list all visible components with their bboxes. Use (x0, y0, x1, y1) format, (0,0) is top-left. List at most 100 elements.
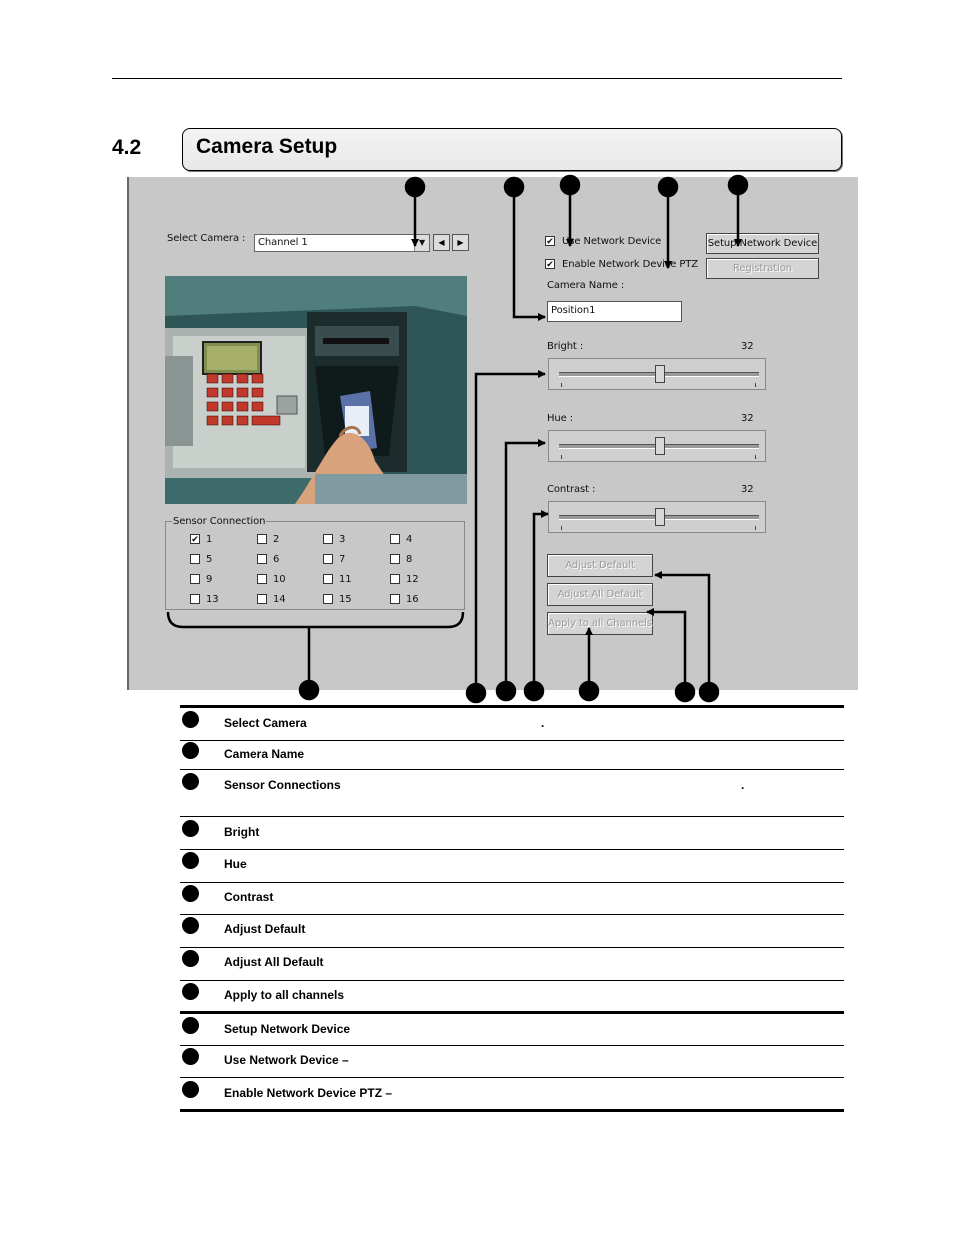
sensor-checkbox[interactable] (257, 594, 267, 604)
slider-thumb[interactable] (655, 437, 665, 455)
sensor-label: 7 (339, 554, 346, 565)
legend-callout-dot (182, 742, 199, 759)
sensor-label: 12 (406, 574, 419, 585)
slider-thumb[interactable] (655, 508, 665, 526)
slider-label: Hue : (547, 413, 574, 424)
slider-value: 32 (741, 484, 754, 495)
legend-divider (180, 947, 844, 948)
slider-tick (561, 383, 562, 387)
sensor-checkbox[interactable] (323, 594, 333, 604)
legend-item-note: . (741, 778, 745, 792)
prev-camera-button[interactable]: ◀ (433, 234, 450, 251)
header-rule (112, 78, 842, 79)
legend-callout-dot (182, 885, 199, 902)
adjust-all-default-button[interactable]: Adjust All Default (547, 583, 653, 606)
sensor-label: 15 (339, 594, 352, 605)
next-camera-button[interactable]: ▶ (452, 234, 469, 251)
sensor-checkbox[interactable] (190, 554, 200, 564)
legend-item-label: Sensor Connections (224, 778, 341, 792)
section-title-box (182, 128, 842, 171)
slider-control[interactable] (548, 430, 766, 462)
legend-callout-dot (182, 1081, 199, 1098)
sensor-checkbox[interactable] (257, 574, 267, 584)
slider-tick (561, 455, 562, 459)
sensor-checkbox[interactable] (257, 534, 267, 544)
sensor-label: 9 (206, 574, 213, 585)
legend-divider (180, 1045, 844, 1046)
sensor-checkbox[interactable] (390, 594, 400, 604)
sensor-label: 3 (339, 534, 346, 545)
sensor-label: 13 (206, 594, 219, 605)
legend-callout-dot (182, 1017, 199, 1034)
slider-tick (755, 526, 756, 530)
sensor-label: 1 (206, 534, 213, 545)
slider-tick (755, 455, 756, 459)
camera-preview-image (165, 276, 467, 504)
legend-divider (180, 849, 844, 850)
sensor-label: 10 (273, 574, 286, 585)
arrow-left-icon: ◀ (438, 238, 445, 247)
sensor-checkbox[interactable] (323, 534, 333, 544)
sensor-checkbox[interactable] (323, 574, 333, 584)
section-title: Camera Setup (196, 135, 338, 158)
apply-all-channels-button[interactable]: Apply to all Channels (547, 612, 653, 635)
legend-divider (180, 740, 844, 741)
sensor-checkbox[interactable] (390, 534, 400, 544)
legend-divider (180, 816, 844, 817)
select-camera-label: Select Camera : (167, 233, 246, 244)
sensor-checkbox[interactable] (390, 554, 400, 564)
sensor-label: 16 (406, 594, 419, 605)
sensor-checkbox[interactable] (323, 554, 333, 564)
setup-network-device-button[interactable]: Setup Network Device (706, 233, 819, 254)
legend-callout-dot (182, 852, 199, 869)
callout-dot (465, 682, 487, 704)
camera-select-value: Channel 1 (258, 237, 308, 248)
callout-dot (674, 681, 696, 703)
legend-item-label: Adjust All Default (224, 955, 324, 969)
sensor-checkbox[interactable] (390, 574, 400, 584)
slider-thumb[interactable] (655, 365, 665, 383)
camera-select[interactable]: Channel 1 ▼ (254, 234, 430, 252)
slider-tick (755, 383, 756, 387)
sensor-label: 11 (339, 574, 352, 585)
camera-name-input[interactable]: Position1 (547, 301, 682, 322)
camera-name-value: Position1 (551, 305, 596, 316)
sensor-checkbox[interactable]: ✔ (190, 534, 200, 545)
legend-divider (180, 1109, 844, 1112)
sensor-label: 14 (273, 594, 286, 605)
registration-button[interactable]: Registration (706, 258, 819, 279)
slider-control[interactable] (548, 501, 766, 533)
legend-callout-dot (182, 773, 199, 790)
legend-item-label: Apply to all channels (224, 988, 345, 1002)
sensor-label: 2 (273, 534, 280, 545)
legend-callout-dot (182, 1048, 199, 1065)
sensor-checkbox[interactable] (190, 594, 200, 604)
legend-item-label: Select Camera (224, 716, 307, 730)
sensor-connection-group: Sensor Connection (165, 516, 465, 610)
use-network-device-checkbox[interactable]: ✔ (545, 236, 555, 247)
callout-dot (698, 681, 720, 703)
enable-ptz-label: Enable Network Device PTZ (562, 259, 699, 270)
legend-divider (180, 1077, 844, 1078)
enable-ptz-checkbox[interactable]: ✔ (545, 259, 555, 270)
callout-dot (495, 680, 517, 702)
legend-callout-dot (182, 711, 199, 728)
legend-item-label: Adjust Default (224, 922, 306, 936)
legend-item-label: Contrast (224, 890, 274, 904)
legend-item-label: Camera Name (224, 747, 305, 761)
slider-control[interactable] (548, 358, 766, 390)
sensor-checkbox[interactable] (257, 554, 267, 564)
callout-dot (298, 679, 320, 701)
adjust-default-button[interactable]: Adjust Default (547, 554, 653, 577)
legend-item-label: Setup Network Device (224, 1022, 351, 1036)
sensor-label: 4 (406, 534, 413, 545)
legend-callout-dot (182, 950, 199, 967)
slider-value: 32 (741, 413, 754, 424)
callout-dot (578, 680, 600, 702)
slider-label: Bright : (547, 341, 584, 352)
legend-callout-dot (182, 983, 199, 1000)
legend-divider (180, 914, 844, 915)
legend-divider (180, 1011, 844, 1014)
sensor-checkbox[interactable] (190, 574, 200, 584)
